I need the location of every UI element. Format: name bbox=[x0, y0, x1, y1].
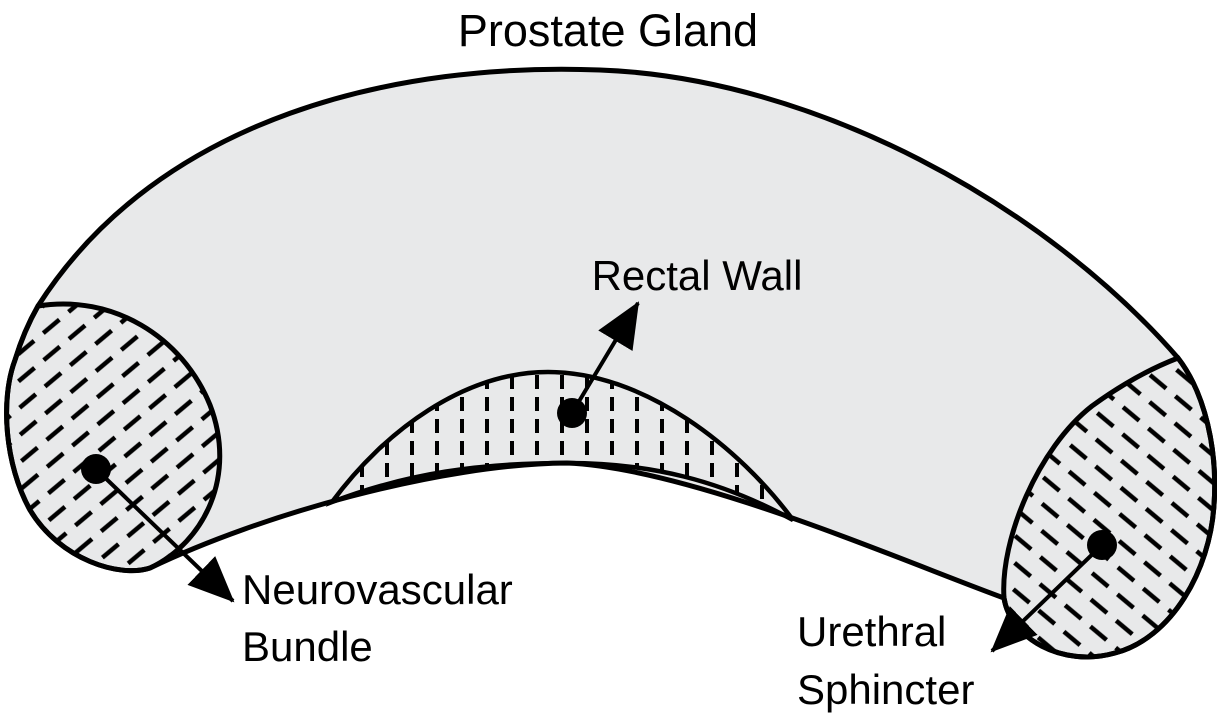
urethral-sphincter-arrow bbox=[990, 543, 1104, 653]
neurovascular-bundle-region bbox=[4, 301, 223, 574]
diagram-title: Prostate Gland bbox=[458, 5, 758, 56]
urethral-sphincter-label-line2: Sphincter bbox=[797, 666, 974, 713]
neurovascular-bundle-dot bbox=[81, 454, 111, 484]
urethral-sphincter-region bbox=[1001, 354, 1217, 660]
rectal-wall-dot bbox=[557, 398, 587, 428]
neurovascular-bundle-label-line2: Bundle bbox=[242, 623, 373, 670]
neurovascular-bundle-arrow bbox=[94, 467, 235, 603]
urethral-sphincter-dot bbox=[1087, 530, 1117, 560]
rectal-wall-label: Rectal Wall bbox=[592, 252, 803, 299]
rectal-wall-arrow bbox=[570, 301, 640, 415]
rectal-wall-region bbox=[325, 369, 795, 522]
neurovascular-bundle-label-line1: Neurovascular bbox=[242, 566, 513, 613]
urethral-sphincter-label-line1: Urethral bbox=[797, 608, 946, 655]
